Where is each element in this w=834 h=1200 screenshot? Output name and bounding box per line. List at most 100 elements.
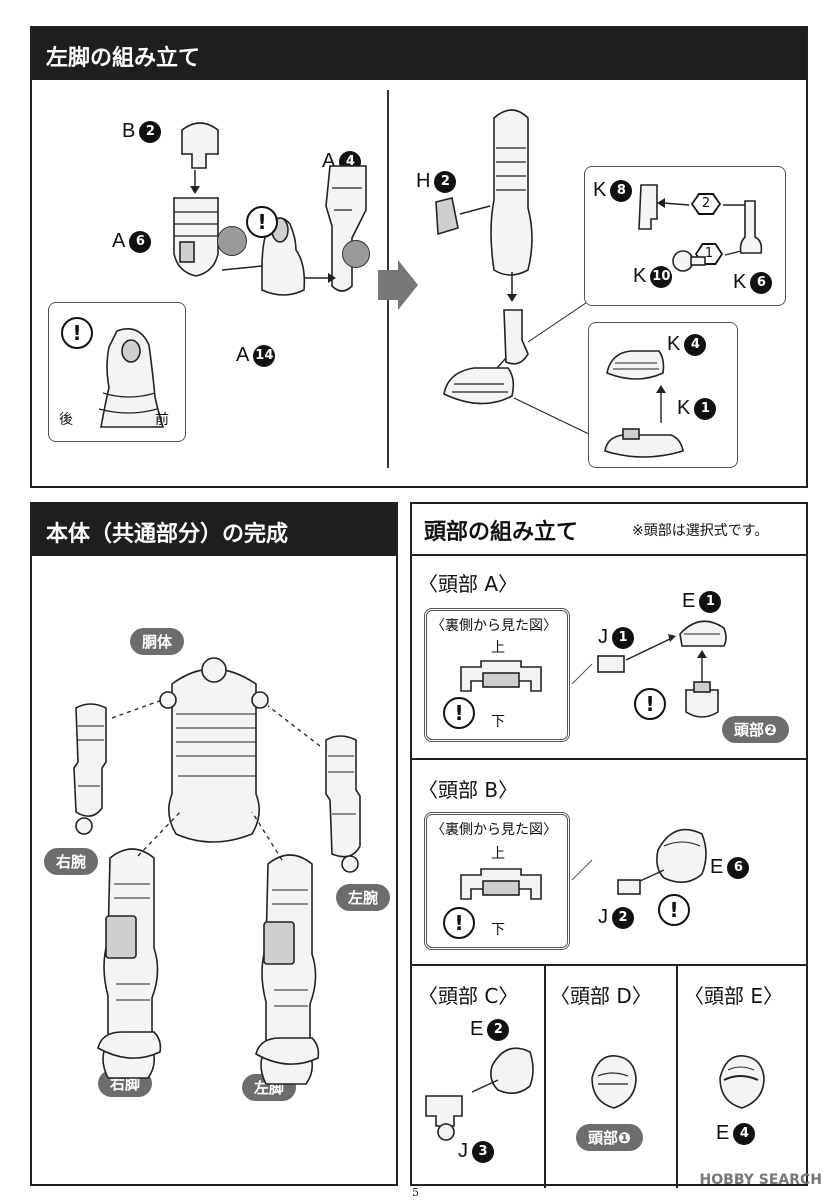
part-label-a6: A 6 [112,230,152,253]
head-title-divider [412,554,806,556]
head-a-heading: 〈頭部 A〉 [418,572,519,596]
head-b-divider [412,964,806,966]
rear-view-title: 〈裏側から見た図〉 [431,822,557,838]
assembled-leg-drawing [435,109,619,449]
ankle-parts-inset: K 8 K 10 K 6 2 1 [584,166,786,306]
upper-leg-parts-drawing [173,122,367,296]
part-number-badge: 8 [610,179,633,202]
part-number-badge: 6 [129,230,152,253]
knee-detail-drawing [98,328,165,428]
part-number-badge: 1 [694,397,717,420]
part-letter: B [122,120,136,142]
glue-callout-icon [342,240,370,268]
head-title: 頭部の組み立て [424,520,579,545]
head-a-divider [412,758,806,760]
part-label-e6: E 6 [710,856,750,879]
rear-view-title: 〈裏側から見た図〉 [431,618,557,634]
part-number-badge: 2 [434,170,457,193]
watermark: HOBBY SEARCH [699,1172,822,1188]
part-label-k1: K 1 [677,397,717,420]
head-b-rear-view-inset: 〈裏側から見た図〉 上 下 ! [424,812,570,950]
head-d-heading: 〈頭部 D〉 [550,984,652,1008]
part-number-badge: 1 [612,626,634,649]
part-letter: E [470,1018,484,1040]
part-label-b2: B 2 [122,120,162,143]
head-a-rear-view-drawing [460,660,542,692]
part-number-badge: 14 [253,344,276,367]
caution-icon: ! [443,697,475,729]
full-body-exploded-drawing [73,657,361,1085]
next-step-arrow-icon [378,260,418,310]
part-letter: K [633,265,647,287]
part-label-k10: K 10 [633,265,673,288]
head-b-parts-drawing [571,828,707,895]
part-label-a14: A 14 [236,344,276,367]
knee-detail-inset: ! 後 前 [48,302,186,442]
part-label-e1: E 1 [682,590,722,613]
part-letter: A [236,344,250,366]
part-label-j2: J 2 [598,906,634,929]
head-a-rear-view-inset: 〈裏側から見た図〉 上 下 ! [424,608,570,742]
part-letter: K [733,271,747,293]
part-letter: E [716,1122,730,1144]
rear-label: 後 [59,412,73,428]
head-1-tag: 頭部❶ [576,1124,643,1151]
bottom-label: 下 [491,714,505,730]
part-letter: A [112,230,126,252]
part-number-badge: 4 [684,333,707,356]
head-b-heading: 〈頭部 B〉 [418,778,519,802]
part-number-badge: 2 [612,906,634,929]
top-label: 上 [491,640,505,656]
caution-icon: ! [658,894,690,926]
head-assembly-panel: 頭部の組み立て ※頭部は選択式です。 〈頭部 A〉 〈裏側から見た図〉 上 下 … [410,502,808,1188]
head-c-parts-drawing [425,1047,534,1141]
foot-parts-inset: K 4 K 1 [588,322,738,468]
part-number-badge: 6 [727,856,750,879]
part-letter: E [710,856,724,878]
part-number-badge: 6 [750,271,773,294]
head-c-heading: 〈頭部 C〉 [418,984,519,1008]
part-label-k4: K 4 [667,333,707,356]
part-letter: J [598,906,608,928]
top-label: 上 [491,846,505,862]
front-label: 前 [155,412,169,428]
body-complete-panel: 本体（共通部分）の完成 胴体 右腕 左腕 右脚 左脚 [30,502,398,1186]
part-label-e4: E 4 [716,1122,756,1145]
part-label-k6: K 6 [733,271,773,294]
head-d-drawing [591,1055,637,1109]
page-number: 5 [412,1186,419,1199]
part-number-badge: 2 [487,1018,510,1041]
head-cd-divider [544,964,546,1188]
bottom-label: 下 [491,922,505,938]
foot-parts-drawing [604,350,684,458]
part-letter: J [458,1140,468,1162]
part-number-badge: 3 [472,1140,494,1163]
head-selectable-note: ※頭部は選択式です。 [632,523,769,539]
part-letter: J [598,626,608,648]
head-b-rear-view-drawing [460,868,542,900]
step-2-marker-inner: 2 [693,195,719,213]
part-letter: K [677,397,691,419]
part-letter: E [682,590,696,612]
ankle-parts-drawing [638,184,763,272]
right-arm-label: 右腕 [44,848,99,875]
part-label-e2: E 2 [470,1018,510,1041]
part-number-badge: 10 [650,265,673,288]
part-label-j3: J 3 [458,1140,494,1163]
caution-icon: ! [443,907,475,939]
head-a-parts-drawing [571,620,727,718]
part-letter: K [593,179,607,201]
torso-label: 胴体 [130,628,185,655]
left-arm-label: 左腕 [336,884,391,911]
part-number-badge: 1 [699,590,722,613]
part-letter: H [416,170,431,192]
part-number-badge: 4 [733,1122,756,1145]
body-complete-title: 本体（共通部分）の完成 [32,504,396,556]
part-label-h2: H 2 [416,170,457,193]
caution-icon: ! [246,206,278,238]
head-de-divider [676,964,678,1188]
caution-icon: ! [634,688,666,720]
glue-callout-icon [217,226,247,256]
left-leg-panel: 左脚の組み立て B 2 A 6 A 4 A 14 [30,26,808,488]
part-label-j1: J 1 [598,626,634,649]
